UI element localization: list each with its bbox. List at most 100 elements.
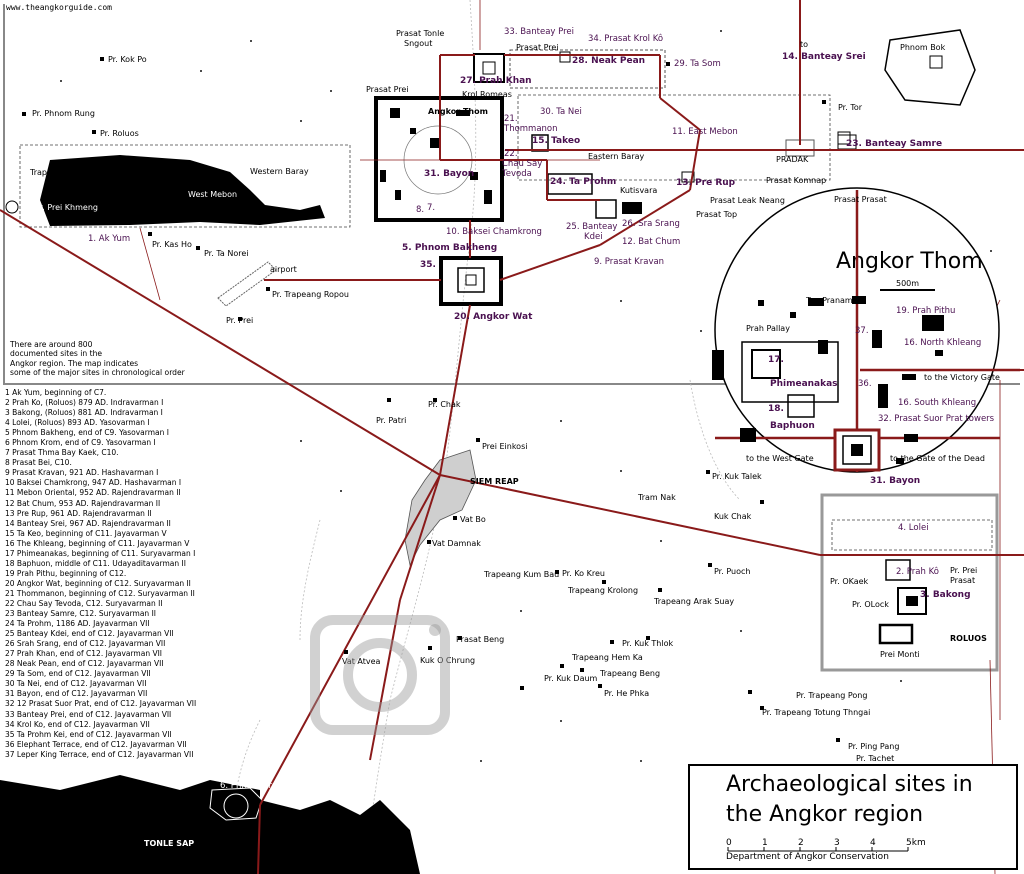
svg-text:Prasat Prei: Prasat Prei [516, 43, 559, 52]
legend-entry: 35 Ta Prohm Kei, end of C12. Jayavarman … [5, 729, 172, 739]
eastern-baray-outline [517, 94, 831, 181]
svg-text:Vat Damnak: Vat Damnak [432, 539, 481, 548]
svg-text:Prei Einkosi: Prei Einkosi [482, 442, 527, 451]
legend-entry: 18 Baphuon, middle of C11. Udayaditavarm… [5, 558, 186, 568]
svg-text:Pr. Ko Kreu: Pr. Ko Kreu [562, 569, 605, 578]
svg-text:ROLUOS: ROLUOS [950, 634, 987, 643]
svg-text:Pr. He Phka: Pr. He Phka [604, 689, 649, 698]
inset-west-gate: to the West Gate [746, 454, 814, 463]
legend-entry: 15 Ta Keo, beginning of C11. Jayavarman … [5, 528, 167, 538]
legend-entry: 14 Banteay Srei, 967 AD. Rajendravarman … [5, 518, 171, 528]
scale-tick-label: 2 [798, 838, 804, 848]
svg-text:13. Pre Rup: 13. Pre Rup [676, 178, 736, 188]
inset-prah-pithu: 19. Prah Pithu [896, 306, 955, 316]
svg-text:Chau Say: Chau Say [502, 159, 542, 169]
svg-text:37.: 37. [855, 326, 869, 336]
svg-text:Angkor Thom: Angkor Thom [428, 107, 488, 116]
svg-text:Thommanon: Thommanon [503, 124, 558, 134]
department-credit: Department of Angkor Conservation [726, 852, 889, 862]
svg-text:23. Banteay Samre: 23. Banteay Samre [846, 139, 942, 149]
inset-victory-gate: to the Victory Gate [924, 373, 1000, 382]
svg-text:Trapeang Krolong: Trapeang Krolong [567, 586, 638, 595]
svg-text:Pr. Trapeang Totung Thngai: Pr. Trapeang Totung Thngai [762, 708, 870, 717]
legend-entry: 8 Prasat Bei, C10. [5, 458, 72, 468]
svg-text:Vat Atvea: Vat Atvea [342, 657, 381, 666]
inset-bayon: 31. Bayon [870, 476, 920, 486]
svg-text:Trapeang Sen: Trapeang Sen [29, 168, 85, 177]
place-labels: Pr. Kok Po Pr. Phnom Rung Pr. Roluos Tra… [29, 27, 987, 848]
legend-entry: 13 Pre Rup, 961 AD. Rajendravarman II [5, 508, 152, 518]
legend-entry: 10 Baksei Chamkrong, 947 AD. Hashavarman… [5, 478, 182, 488]
inset-scale: 500m [896, 279, 919, 288]
svg-text:9. Prasat Kravan: 9. Prasat Kravan [594, 257, 664, 267]
svg-text:Pr. Roluos: Pr. Roluos [100, 129, 139, 138]
svg-text:Kuk O Chrung: Kuk O Chrung [420, 656, 475, 665]
legend-entry: 36 Elephant Terrace, end of C12. Jayavar… [5, 739, 187, 749]
legend-entry: 33 Banteay Prei, end of C12. Jayavarman … [5, 709, 172, 719]
legend-entry: 30 Ta Nei, end of C12. Jayavarman VII [5, 679, 147, 689]
svg-text:Pr. OLock: Pr. OLock [852, 600, 889, 609]
svg-text:Pr. Ping Pang: Pr. Ping Pang [848, 742, 899, 751]
svg-text:26. Sra Srang: 26. Sra Srang [622, 219, 680, 229]
angkor-thom-inset: Angkor Thom 500m Tep Pranam 19. Prah Pit… [712, 187, 1020, 486]
svg-text:Prasat Komnap: Prasat Komnap [766, 176, 826, 185]
inset-north-khleang: 16. North Khleang [904, 338, 981, 348]
svg-text:Vat Bo: Vat Bo [460, 515, 486, 524]
svg-text:Pr. Tor: Pr. Tor [838, 103, 863, 112]
inset-phimeanakas: Phimeanakas [770, 379, 838, 389]
legend-entry: 32 12 Prasat Suor Prat, end of C12. Jaya… [5, 699, 197, 709]
prah-khan-box [473, 53, 505, 83]
svg-text:10. Baksei Chamkrong: 10. Baksei Chamkrong [446, 227, 542, 237]
scale-tick-label: 1 [762, 838, 768, 848]
svg-text:2. Prah Kô: 2. Prah Kô [896, 566, 939, 577]
legend-entry: 28 Neak Pean, end of C12. Jayavarman VII [5, 659, 164, 669]
svg-text:Pr. OKaek: Pr. OKaek [830, 577, 869, 586]
legend-entry: 16 The Khleang, beginning of C11. Jayava… [5, 538, 190, 548]
legend-entry: 34 Krol Ko, end of C12. Jayavarman VII [5, 719, 150, 729]
legend-entry: 24 Ta Prohm, 1186 AD. Jayavarman VII [5, 619, 150, 629]
svg-text:33. Banteay Prei: 33. Banteay Prei [504, 27, 574, 37]
svg-text:20. Angkor Wat: 20. Angkor Wat [454, 312, 533, 322]
svg-text:Trapeang Kum Bau: Trapeang Kum Bau [483, 570, 559, 579]
legend-entry: 27 Prah Khan, end of C12. Jayavarman VII [5, 649, 163, 659]
svg-text:8.: 8. [416, 205, 424, 215]
inset-prah-pallay: Prah Pallay [746, 324, 790, 333]
svg-text:Pr. Kuk Talek: Pr. Kuk Talek [712, 472, 762, 481]
svg-text:Prasat Beng: Prasat Beng [456, 635, 504, 644]
svg-text:30. Ta Nei: 30. Ta Nei [540, 107, 582, 117]
svg-text:Prasat Top: Prasat Top [696, 210, 737, 219]
svg-text:Krol Romeas: Krol Romeas [462, 90, 512, 99]
svg-text:11. East Mebon: 11. East Mebon [672, 127, 738, 137]
svg-text:Pr. Ta Norei: Pr. Ta Norei [204, 249, 248, 258]
svg-text:Eastern Baray: Eastern Baray [588, 152, 645, 161]
svg-text:29. Ta Som: 29. Ta Som [674, 59, 721, 69]
site-url[interactable]: www.theangkorguide.com [6, 3, 112, 12]
svg-text:31. Bayon: 31. Bayon [424, 169, 474, 179]
svg-text:28. Neak Pean: 28. Neak Pean [572, 56, 645, 66]
legend-entry: 23 Banteay Samre, C12. Suryavarman II [5, 609, 156, 619]
legend-entry: 1 Ak Yum, beginning of C7. [5, 388, 107, 397]
svg-text:TONLE SAP: TONLE SAP [144, 839, 194, 848]
scale-tick-label: 3 [834, 838, 840, 848]
svg-text:Pr. Trapeang Pong: Pr. Trapeang Pong [796, 691, 867, 700]
svg-text:Pr. Kas Ho: Pr. Kas Ho [152, 240, 192, 249]
inset-baphuon: Baphuon [770, 421, 815, 431]
svg-text:36.: 36. [858, 379, 872, 389]
svg-text:PRADAK: PRADAK [776, 155, 809, 164]
legend-entry: 25 Banteay Kdei, end of C12. Jayavarman … [5, 629, 174, 639]
svg-text:Kuk Chak: Kuk Chak [714, 512, 752, 521]
svg-text:Pr. Tachet: Pr. Tachet [856, 754, 894, 763]
map-subtitle: the Angkor region [726, 802, 924, 827]
svg-text:Prasat: Prasat [950, 576, 975, 585]
inset-title: Angkor Thom [836, 249, 983, 274]
phnom-bok-hill [884, 29, 976, 106]
svg-text:Trapeang Arak Suay: Trapeang Arak Suay [653, 597, 734, 606]
legend-entry: 2 Prah Ko, (Roluos) 879 AD. Indravarman … [5, 398, 164, 408]
legend-entry: 19 Prah Pithu, beginning of C12. [5, 568, 127, 578]
svg-text:Phnom Bok: Phnom Bok [900, 43, 946, 52]
inset-suor-prat: 32. Prasat Suor Prat towers [878, 414, 995, 424]
legend-entry: 9 Prasat Kravan, 921 AD. Hashavarman I [5, 468, 159, 478]
legend-entry: 17 Phimeanakas, beginning of C11. Suryav… [5, 548, 196, 558]
svg-text:Prei Monti: Prei Monti [880, 650, 920, 659]
angkor-thom-blocks [380, 108, 492, 204]
